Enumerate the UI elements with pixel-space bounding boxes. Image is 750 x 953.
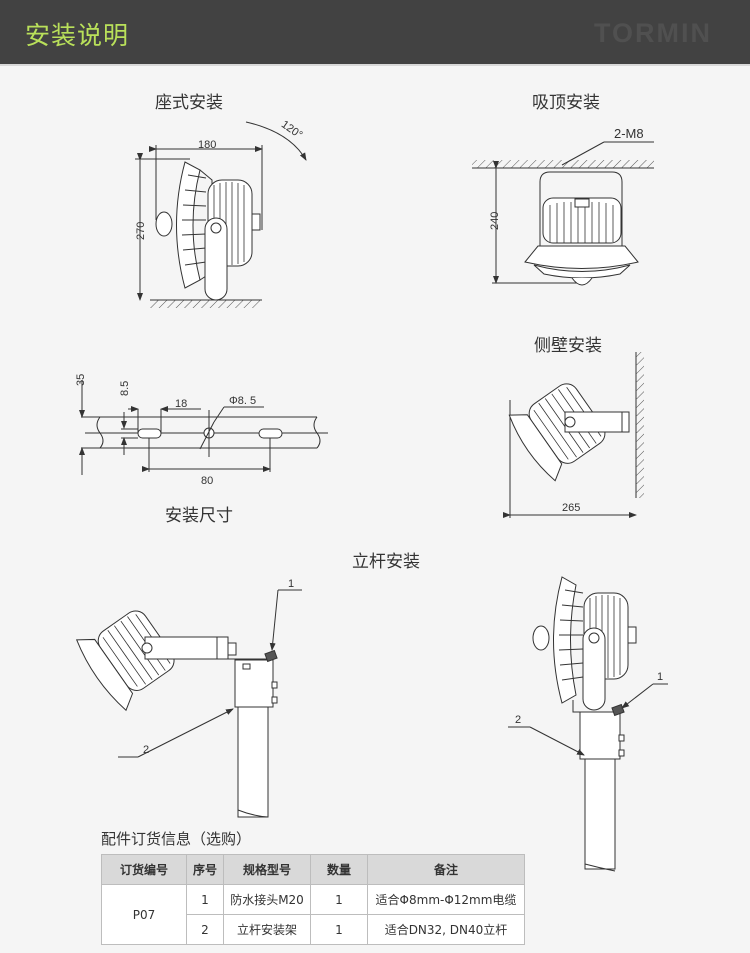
luminaire-ceiling-icon bbox=[524, 171, 639, 286]
order-no-cell: P07 bbox=[101, 884, 187, 945]
dim-label-265: 265 bbox=[562, 502, 580, 514]
dim-label-8-5: 8.5 bbox=[119, 381, 131, 396]
bolt-label: 2-M8 bbox=[614, 126, 644, 141]
callout-1-right: 1 bbox=[657, 671, 663, 683]
seq-cell: 1 bbox=[186, 884, 224, 915]
rotation-arrow bbox=[245, 121, 307, 161]
header-seq: 序号 bbox=[186, 854, 224, 885]
qty-cell: 1 bbox=[310, 884, 368, 915]
header-note: 备注 bbox=[367, 854, 525, 885]
pole-mount-right-drawing bbox=[508, 576, 668, 872]
accessories-table: 订货编号 序号 规格型号 数量 备注 P07 1 防水接头M20 1 适合Φ8m… bbox=[101, 854, 525, 945]
dim-label-240: 240 bbox=[489, 212, 501, 230]
note-cell: 适合DN32, DN40立杆 bbox=[367, 914, 525, 945]
ceiling-mount-drawing bbox=[472, 141, 654, 286]
accessories-title: 配件订货信息（选购） bbox=[101, 830, 252, 848]
ceiling-mount-title: 吸顶安装 bbox=[532, 93, 600, 113]
mount-dimensions-drawing bbox=[79, 380, 328, 475]
header-qty: 数量 bbox=[310, 854, 368, 885]
header-order-no: 订货编号 bbox=[101, 854, 187, 885]
note-cell: 适合Φ8mm-Φ12mm电缆 bbox=[367, 884, 525, 915]
model-cell: 防水接头M20 bbox=[223, 884, 311, 915]
dim-label-18: 18 bbox=[175, 398, 187, 410]
qty-cell: 1 bbox=[310, 914, 368, 945]
callout-1-left: 1 bbox=[288, 578, 294, 590]
callout-2-right: 2 bbox=[515, 714, 521, 726]
table-row: P07 1 防水接头M20 1 适合Φ8mm-Φ12mm电缆 bbox=[101, 884, 525, 945]
luminaire-side-icon bbox=[155, 161, 261, 301]
seat-mount-title: 座式安装 bbox=[155, 93, 223, 113]
dim-label-270: 270 bbox=[135, 222, 147, 240]
wall-mount-drawing bbox=[503, 352, 644, 518]
table-row: 2 立杆安装架 1 适合DN32, DN40立杆 bbox=[102, 914, 525, 945]
dim-label-35: 35 bbox=[75, 374, 87, 386]
dim-label-180: 180 bbox=[198, 139, 216, 151]
brand-logo: TORMIN bbox=[594, 18, 712, 48]
table-header-row: 订货编号 序号 规格型号 数量 备注 bbox=[101, 854, 525, 885]
mount-dimensions-title: 安装尺寸 bbox=[165, 506, 233, 526]
dim-label-80: 80 bbox=[201, 475, 213, 487]
pole-mount-left-drawing bbox=[75, 589, 302, 818]
page-title: 安装说明 bbox=[25, 21, 130, 50]
page-header: 安装说明 TORMIN bbox=[0, 0, 750, 66]
luminaire-pole-left-icon bbox=[75, 610, 175, 712]
model-cell: 立杆安装架 bbox=[223, 914, 311, 945]
dim-label-hole: Φ8. 5 bbox=[229, 395, 256, 407]
angle-label-120: 120° bbox=[279, 119, 305, 142]
wall-mount-title: 侧壁安装 bbox=[534, 336, 602, 356]
callout-2-left: 2 bbox=[143, 744, 149, 756]
seq-cell: 2 bbox=[186, 914, 224, 945]
header-model: 规格型号 bbox=[223, 854, 311, 885]
pole-mount-title: 立杆安装 bbox=[352, 552, 420, 572]
seat-mount-drawing bbox=[135, 121, 307, 308]
